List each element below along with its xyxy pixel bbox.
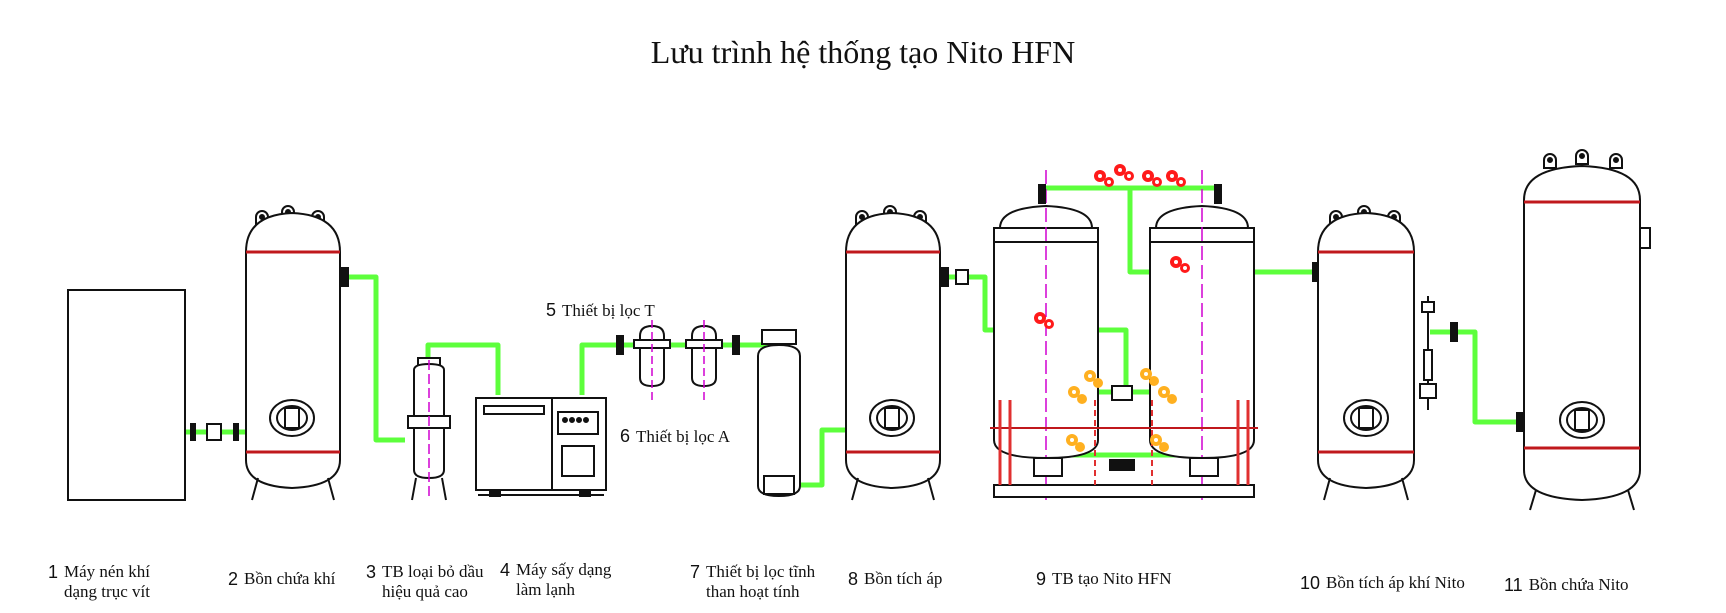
label-number: 8: [848, 569, 859, 589]
label-number: 1: [48, 562, 59, 582]
label-text: TB loại bỏ dầu hiệu quả cao: [382, 562, 484, 601]
callout-text: Thiết bị lọc A: [636, 427, 730, 446]
label-number: 11: [1504, 575, 1523, 595]
label-nitrogen-buffer-tank: 10 Bồn tích áp khí Nito: [1300, 573, 1465, 594]
label-text: Máy sấy dạng làm lạnh: [516, 560, 612, 599]
label-number: 7: [690, 562, 701, 582]
air-tank: [245, 205, 349, 501]
label-text: Bồn tích áp: [864, 569, 943, 588]
diagram-title: Lưu trình hệ thống tạo Nito HFN: [650, 34, 1076, 70]
label-number: 4: [500, 560, 511, 580]
label-number: 9: [1036, 569, 1047, 589]
label-text: Bồn chứa Nito: [1528, 575, 1629, 594]
callout-number: 6: [620, 426, 631, 446]
label-buffer-tank: 8 Bồn tích áp: [848, 569, 942, 590]
label-text: Thiết bị lọc tĩnh than hoạt tính: [706, 562, 816, 601]
label-number: 3: [366, 562, 377, 582]
label-nitrogen-storage-tank: 11 Bồn chứa Nito: [1504, 575, 1629, 596]
filters-t-a: [616, 320, 740, 400]
label-text: Bồn tích áp khí Nito: [1326, 573, 1465, 592]
label-text: Máy nén khí dạng trục vít: [64, 562, 150, 601]
callout-number: 5: [546, 300, 557, 320]
label-number: 10: [1300, 573, 1321, 593]
label-hfn-generator: 9 TB tạo Nito HFN: [1036, 569, 1172, 590]
nitrogen-storage-tank: [1516, 149, 1651, 511]
screw-compressor: [67, 289, 239, 501]
label-number: 2: [228, 569, 239, 589]
oil-removal-filter: [407, 357, 451, 501]
label-text: TB tạo Nito HFN: [1052, 569, 1172, 588]
label-air-tank: 2 Bồn chứa khí: [228, 569, 335, 590]
label-text: Bồn chứa khí: [244, 569, 336, 588]
nitrogen-buffer-tank: [1317, 205, 1458, 501]
activated-carbon-filter: [757, 329, 801, 498]
callout-filter-a: 6 Thiết bị lọc A: [620, 426, 730, 447]
refrigerated-dryer: [475, 397, 607, 497]
callout-text: Thiết bị lọc T: [562, 301, 655, 320]
callout-filter-t: 5 Thiết bị lọc T: [546, 300, 655, 321]
hfn-nitrogen-generator: [990, 170, 1320, 500]
buffer-tank: [845, 205, 969, 501]
